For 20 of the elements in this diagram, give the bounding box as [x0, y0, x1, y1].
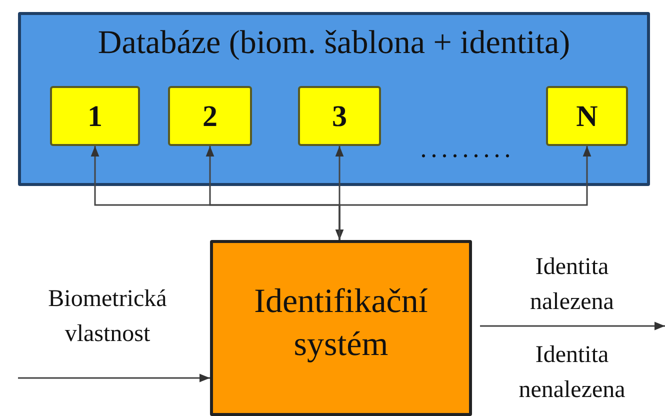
arrow	[338, 146, 592, 240]
arrow	[18, 374, 210, 382]
ellipsis: .........	[419, 133, 516, 165]
process-box	[210, 240, 472, 416]
arrow	[480, 322, 665, 330]
output-label: Identita nenalezena	[518, 341, 626, 405]
record-box	[546, 86, 628, 146]
record-box	[168, 86, 252, 146]
edge-label: Identita nalezena	[529, 253, 615, 317]
database-title: Databáze (biom. šablona + identita)	[96, 24, 572, 63]
record-number: N	[575, 99, 599, 135]
record-number: 2	[202, 99, 218, 135]
record-box	[298, 86, 381, 146]
record-number: 1	[86, 99, 104, 135]
record-box	[50, 86, 140, 146]
system-label: Identifikační systém	[253, 282, 429, 364]
record-number: 3	[331, 99, 348, 135]
arrow	[335, 146, 344, 240]
edge-label: Biometrická vlastnost	[47, 285, 168, 349]
database-panel	[18, 12, 650, 186]
